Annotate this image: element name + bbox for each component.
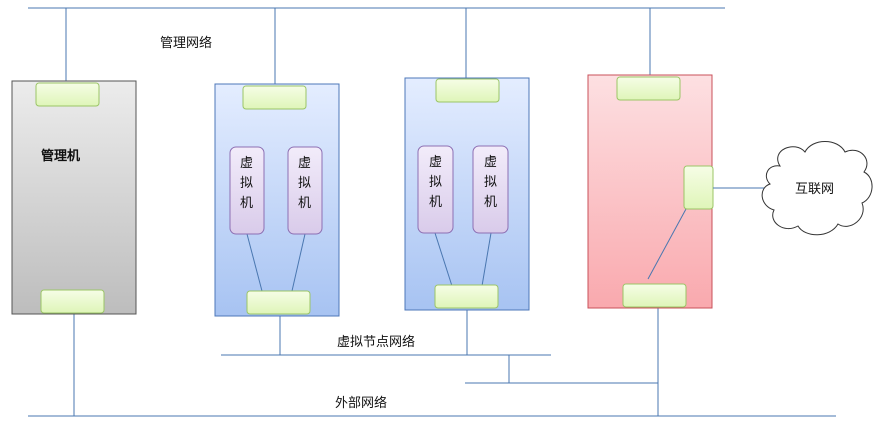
management-network-lines (28, 7, 725, 84)
vm-char: 虚 (298, 156, 311, 171)
vm-char: 机 (298, 196, 311, 211)
nic-router-top (616, 76, 681, 101)
vm-char: 机 (484, 195, 497, 210)
management-host-label: 管理机 (41, 148, 80, 164)
vm-char: 机 (429, 195, 442, 210)
router-node (587, 74, 765, 309)
router-internal-link (647, 208, 687, 280)
vm-link (291, 233, 306, 292)
nic-mgmt-top (35, 82, 100, 107)
nic-compute2-bottom (434, 284, 499, 309)
virtual-machine: 虚 拟 机 (472, 145, 509, 234)
vm-char: 拟 (484, 175, 497, 190)
virtual-machine: 虚 拟 机 (287, 146, 323, 235)
virtual-node-network-label: 虚拟节点网络 (337, 334, 415, 350)
vm-link (434, 232, 453, 287)
management-host: 管理机 (11, 80, 137, 315)
vm-char: 拟 (429, 175, 442, 190)
virtual-machine: 虚 拟 机 (229, 146, 265, 235)
cloud-icon (761, 141, 873, 236)
vm-char: 拟 (240, 176, 253, 191)
nic-compute1-bottom (246, 290, 311, 315)
vm-box (472, 145, 509, 234)
external-network-label: 外部网络 (335, 395, 387, 411)
compute-node-2: 虚 拟 机 虚 拟 机 (404, 77, 530, 311)
internet-label: 互联网 (795, 182, 834, 197)
vm-box (287, 146, 323, 235)
nic-compute1-top (242, 85, 307, 110)
vm-char: 虚 (484, 155, 497, 170)
vm-char: 虚 (240, 156, 253, 171)
vm-char: 拟 (298, 176, 311, 191)
vm-char: 虚 (429, 155, 442, 170)
nic-mgmt-bottom (40, 289, 105, 314)
vm-box (229, 146, 265, 235)
vm-box (417, 145, 454, 234)
management-network-label: 管理网络 (160, 35, 212, 51)
vm-char: 机 (240, 196, 253, 211)
vm-link (246, 233, 263, 292)
management-host-box (11, 80, 137, 315)
internet-cloud: 互联网 (761, 141, 873, 236)
nic-router-side (683, 165, 714, 210)
vm-link (481, 232, 492, 287)
nic-router-bottom (622, 283, 687, 308)
nic-compute2-top (435, 78, 500, 103)
virtual-machine: 虚 拟 机 (417, 145, 454, 234)
external-network-lines (28, 308, 836, 417)
compute-node-1: 虚 拟 机 虚 拟 机 (214, 83, 340, 317)
virtual-node-network-lines (221, 308, 551, 356)
